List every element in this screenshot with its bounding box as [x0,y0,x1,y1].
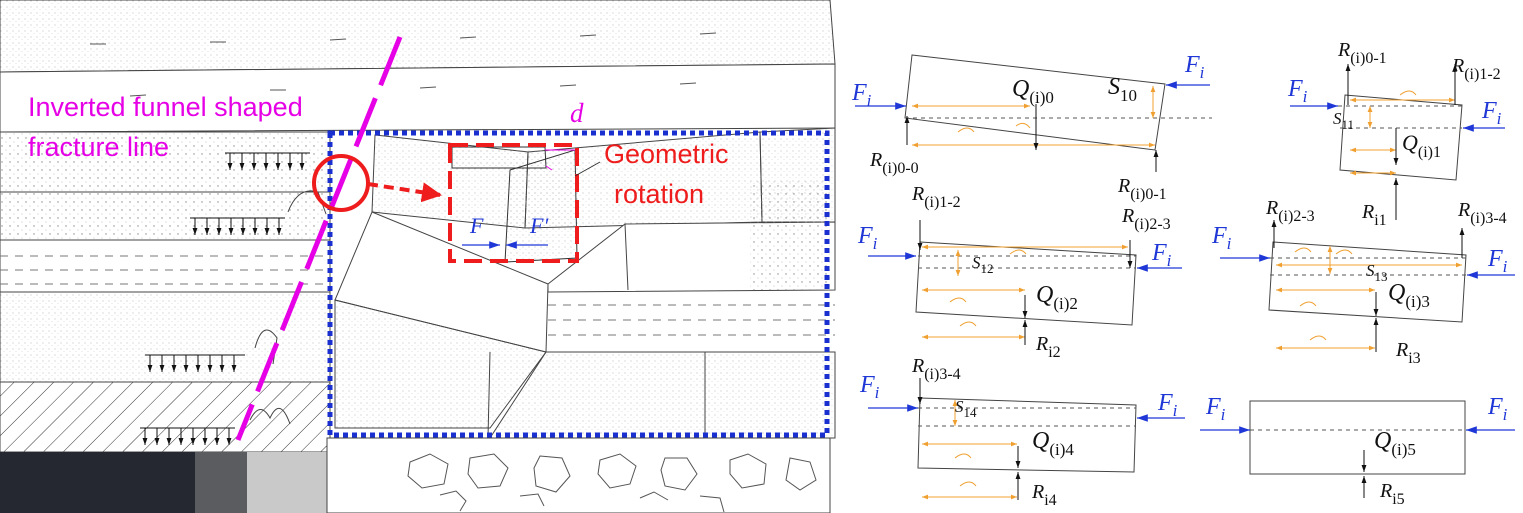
b3-F-right: Fi [1487,246,1508,276]
b2-R-bottom: Ri2 [1035,333,1061,361]
block-4 [868,378,1185,500]
b3-R-top-left: R(i)2-3 [1265,197,1315,225]
F-label: F [469,213,484,238]
b4-F-left: Fi [859,372,880,402]
b2-R-top-right: R(i)2-3 [1121,205,1171,233]
d-label: d [570,98,584,128]
b3-F-left: Fi [1211,223,1232,253]
b3-Q: Q(i)3 [1388,280,1430,311]
rotation-label-line1: Geometric [604,139,729,169]
b4-F-right: Fi [1157,390,1178,420]
b4-R-top-left: R(i)3-4 [911,355,961,383]
b3-R-top-right: R(i)3-4 [1457,199,1507,227]
b1-S: S11 [1333,109,1354,132]
b5-F-left: Fi [1205,394,1226,424]
b1-R-top-left: R(i)0-1 [1337,39,1387,67]
b2-F-right: Fi [1151,240,1172,270]
b5-R-bottom: Ri5 [1379,480,1405,508]
b1-Q: Q(i)1 [1402,130,1441,161]
b1-F-right: Fi [1481,98,1502,128]
rotation-label-line2: rotation [614,179,704,209]
fracture-label-line1: Inverted funnel shaped [28,92,303,122]
b2-Q: Q(i)2 [1036,282,1078,313]
block-2 [868,220,1182,345]
block-3 [1220,220,1515,352]
fracture-line [235,36,403,441]
b4-R-bottom: Ri4 [1031,481,1057,509]
rock-strata [0,0,836,513]
b0-S: S10 [1108,74,1137,105]
b0-F-right: Fi [1184,52,1205,82]
block-1 [1290,64,1505,220]
b5-F-right: Fi [1487,394,1508,424]
fracture-label-line2: fracture line [28,132,169,162]
b0-R-left: R(i)0-0 [869,149,919,177]
b2-R-top-left: R(i)1-2 [911,183,961,211]
F-prime-label: F′ [529,213,549,238]
block-0 [855,54,1212,172]
b1-R-bottom: Ri1 [1361,201,1387,229]
b0-R-right: R(i)0-1 [1117,175,1167,203]
b3-R-bottom: Ri3 [1395,339,1421,367]
b3-S: S13 [1366,261,1388,284]
b4-Q: Q(i)4 [1032,428,1074,459]
rotation-inset [448,143,601,263]
b1-R-top-right: R(i)1-2 [1451,55,1501,83]
rotation-zone-outline [327,130,830,438]
highlight-circle [312,154,370,212]
block-5 [1200,400,1515,498]
b0-Q: Q(i)0 [1012,76,1054,107]
b2-S: S12 [972,253,994,276]
b1-F-left: Fi [1287,76,1308,106]
b2-F-left: Fi [857,223,878,253]
highlight-arrow [367,182,442,203]
b5-Q: Q(i)5 [1374,428,1416,459]
b4-S: S14 [955,397,977,420]
b0-F-left: Fi [851,80,872,110]
